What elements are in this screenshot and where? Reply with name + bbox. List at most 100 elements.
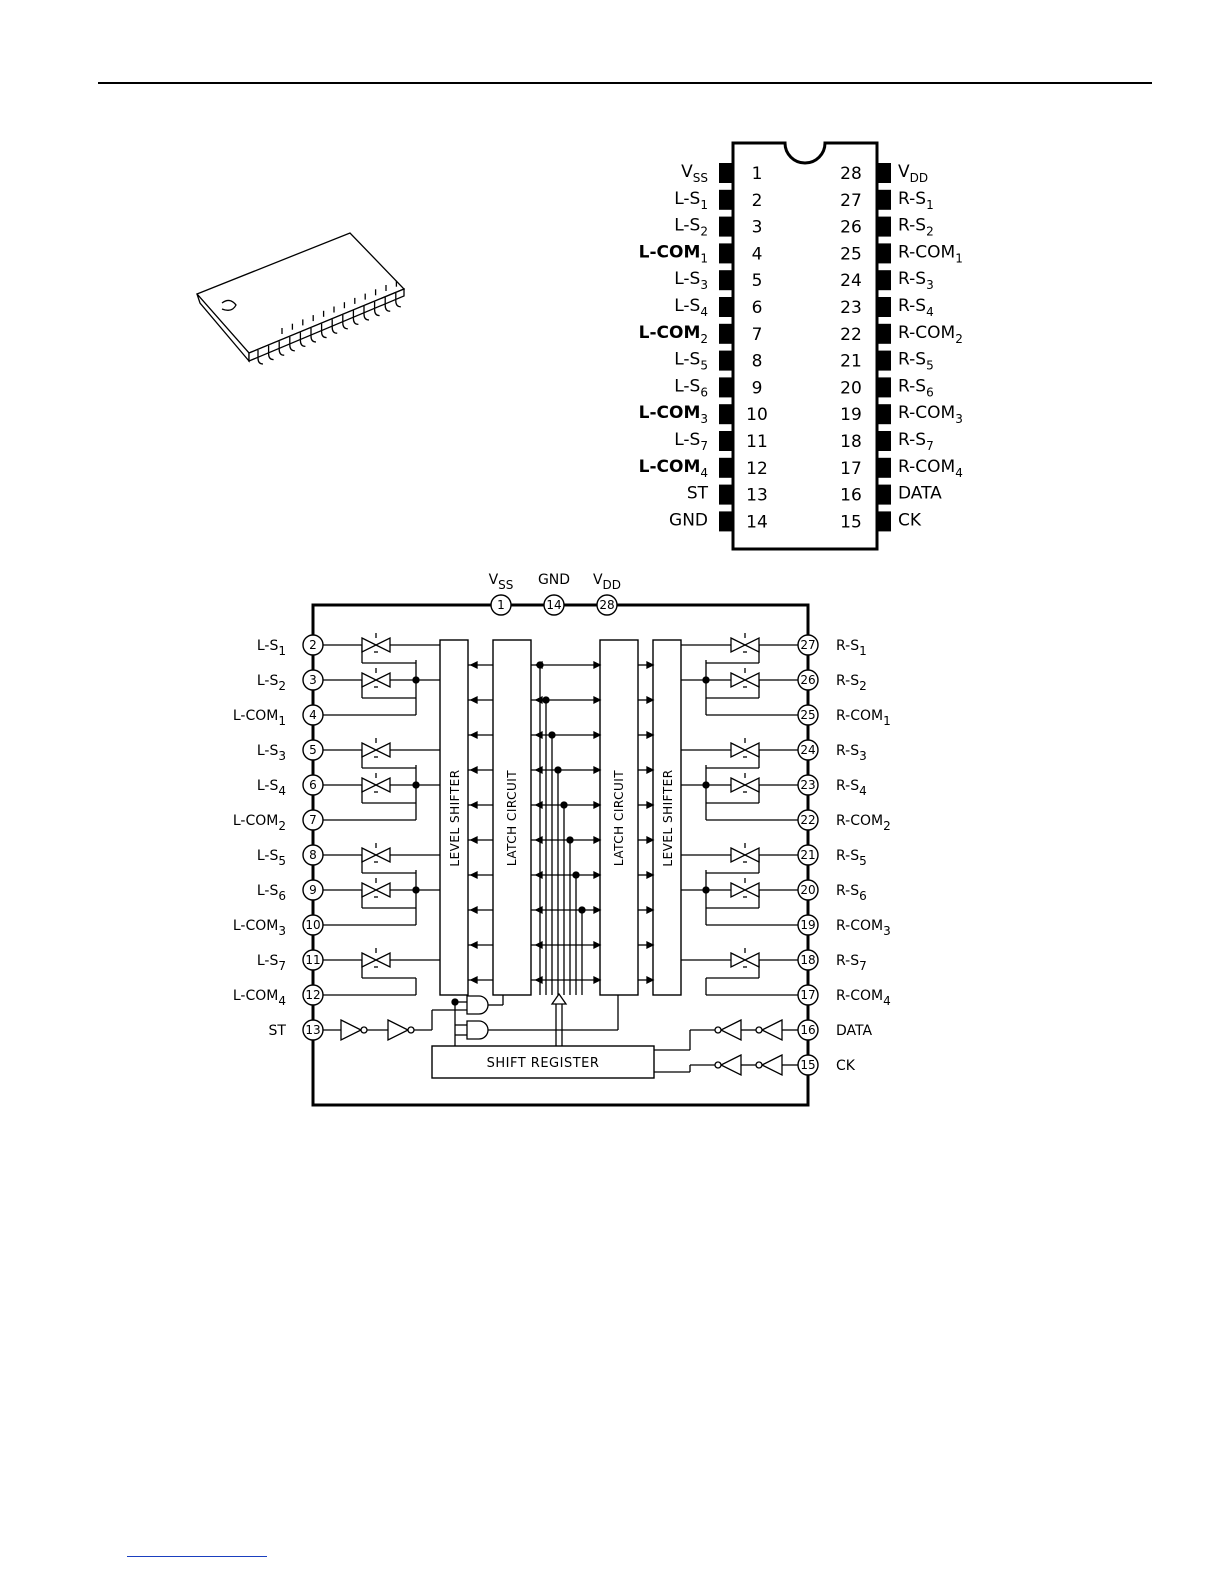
block-pin-right-number: 18 — [800, 953, 815, 967]
dip-pin-lead-left — [719, 484, 733, 505]
dip-pin-label-right: R-S1 — [898, 189, 934, 212]
block-pin-label-left: L-COM2 — [233, 813, 286, 833]
arrow-head — [593, 835, 602, 845]
dip-pin-lead-left — [719, 350, 733, 371]
block-pin-left-number: 9 — [309, 883, 317, 897]
block-pin-left — [302, 704, 324, 726]
analog-switch-icon — [361, 738, 391, 759]
block-pin-left — [302, 949, 324, 971]
package-lead — [384, 297, 391, 312]
block-pin-label-right: R-COM1 — [836, 708, 891, 728]
dip-pin-label-left: L-COM2 — [639, 323, 708, 346]
dip-pin-lead-left — [719, 163, 733, 183]
dip-pin-lead-left — [719, 404, 733, 425]
dip-pin-lead-left — [719, 297, 733, 317]
dip-pin-label-right: R-COM1 — [898, 242, 963, 265]
and-gate-icon — [466, 1020, 489, 1040]
block-pin-right-number: 16 — [800, 1023, 815, 1037]
dip-pin-number-right: 28 — [840, 164, 862, 184]
analog-switch-icon — [361, 948, 391, 969]
dip-pin-number-right: 27 — [840, 191, 862, 211]
arrow-head — [534, 695, 543, 705]
block-pin-right-number: 26 — [800, 673, 815, 687]
dip-pin-number-left: 2 — [752, 191, 763, 211]
junction-dot — [702, 886, 710, 894]
block-pin-label-left: L-S1 — [257, 638, 286, 658]
dip-pin-number-right: 21 — [840, 352, 862, 372]
dip-pin-label-left: L-COM1 — [639, 242, 708, 265]
analog-switch-icon — [730, 773, 760, 794]
dip-pin-number-left: 14 — [746, 512, 768, 532]
dip-pin-number-left: 12 — [746, 459, 768, 479]
dip-pin-lead-right — [877, 270, 891, 291]
level-shifter-left-label: LEVEL SHIFTER — [448, 769, 462, 866]
block-pin-right — [797, 1054, 819, 1076]
dip-pin-label-left: L-S4 — [674, 296, 708, 319]
arrow-head — [469, 730, 478, 740]
shift-register-label: SHIFT REGISTER — [487, 1056, 600, 1071]
arrow-head — [593, 695, 602, 705]
arrow-head — [469, 765, 478, 775]
dip-pin-label-left: L-S7 — [674, 430, 708, 453]
block-pin-left-number: 5 — [309, 743, 317, 757]
analog-switch-icon — [730, 738, 760, 759]
analog-switch-icon — [361, 773, 391, 794]
block-pin-label-left: L-COM1 — [233, 708, 286, 728]
dip-pin-label-right: R-COM2 — [898, 323, 963, 346]
block-pin-left — [302, 774, 324, 796]
block-pin-right — [797, 949, 819, 971]
dip-pin-label-right: CK — [898, 510, 922, 530]
dip-pin-number-left: 5 — [752, 271, 763, 291]
arrow-head — [646, 800, 655, 810]
package-lead — [373, 301, 380, 317]
dip-pin-label-right: DATA — [898, 484, 942, 504]
block-pin-left — [302, 844, 324, 866]
level-shifter-right — [652, 639, 682, 996]
junction-dot — [560, 801, 568, 809]
arrow-head — [534, 730, 543, 740]
dip-pin-number-left: 8 — [752, 352, 763, 372]
level-shifter-right-label: LEVEL SHIFTER — [661, 769, 675, 866]
dip-pin-lead-right — [877, 431, 891, 451]
dip-pin-lead-left — [719, 323, 733, 344]
footer-link-underline[interactable] — [127, 1556, 267, 1557]
block-pin-label-right: R-S3 — [836, 743, 867, 763]
dip-pin-label-right: R-S2 — [898, 216, 934, 239]
block-pin-top-number: 1 — [497, 598, 505, 612]
block-pin-right — [797, 879, 819, 901]
dip-pin-label-right: R-COM3 — [898, 403, 963, 426]
dip-pin-lead-right — [877, 189, 891, 210]
block-pin-top-number: 28 — [599, 598, 614, 612]
junction-dot — [451, 998, 459, 1006]
block-pin-left — [302, 879, 324, 901]
dip-pin-label-right: R-S7 — [898, 430, 934, 453]
arrow-head — [534, 765, 543, 775]
junction-dot — [554, 766, 562, 774]
junction-dot — [572, 871, 580, 879]
dip-pin-label-right: R-S4 — [898, 296, 934, 319]
block-pin-label-right: R-S6 — [836, 883, 867, 903]
analog-switch-icon — [730, 668, 760, 689]
dip-pin-label-right: R-S6 — [898, 376, 934, 399]
package-lead — [278, 341, 285, 356]
dip-pin-lead-right — [877, 457, 891, 478]
block-pin-left-number: 13 — [305, 1023, 320, 1037]
ic-body-outline — [731, 141, 879, 551]
block-pin-label-left: L-S2 — [257, 673, 286, 693]
arrow-head — [646, 695, 655, 705]
block-pin-right — [797, 984, 819, 1006]
latch-circuit-right — [599, 639, 639, 996]
inverter-icon — [340, 1018, 368, 1042]
dip-pin-number-left: 7 — [752, 325, 763, 345]
block-pin-left — [302, 634, 324, 656]
block-pin-right — [797, 774, 819, 796]
analog-switch-icon — [361, 668, 391, 689]
block-pin-label-right: DATA — [836, 1023, 872, 1039]
block-pin-right-number: 22 — [800, 813, 815, 827]
package-lead — [342, 314, 348, 330]
dip-pin-label-right: R-S5 — [898, 350, 934, 373]
block-pin-left — [302, 809, 324, 831]
dip-pin-lead-right — [877, 216, 891, 237]
level-shifter-left — [439, 639, 469, 996]
